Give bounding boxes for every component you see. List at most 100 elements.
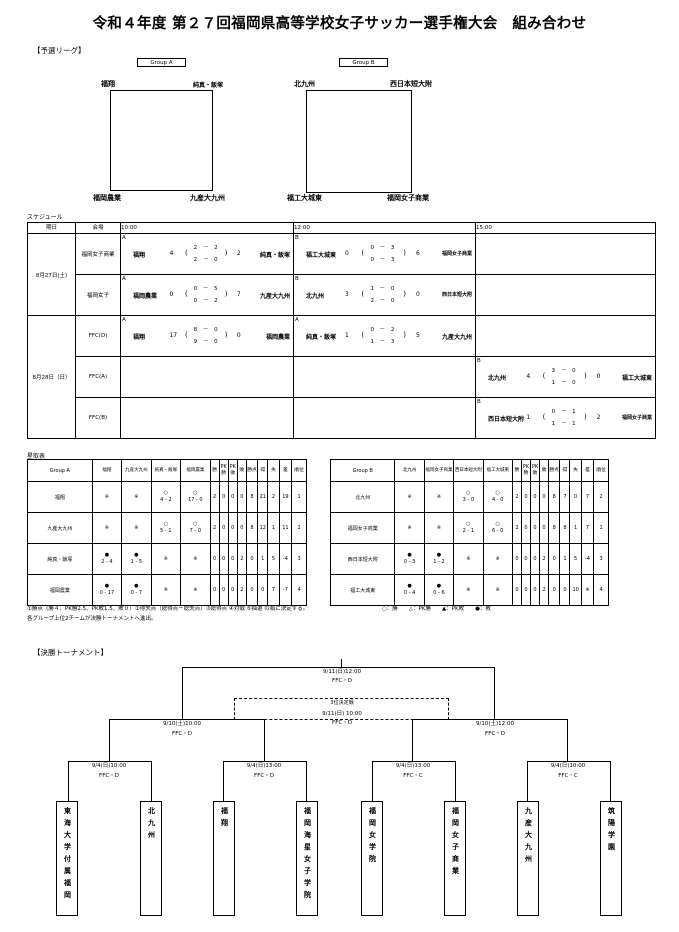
stand-num: 0 — [227, 481, 238, 513]
stand-num: 1 — [593, 512, 609, 544]
result-mark: ● — [134, 583, 139, 589]
stand-num: 1 — [267, 512, 280, 544]
stand-result: ○4 - 0 — [482, 481, 513, 513]
stand-col-head: 順位 — [593, 459, 609, 482]
result-score: 0 - 4 — [403, 590, 416, 596]
stand-result: ※ — [180, 543, 211, 575]
result-score: 5 - 1 — [160, 528, 172, 534]
stand-num: ※ — [580, 574, 595, 606]
result-score: 2 - 4 — [101, 559, 113, 565]
stand-result: ○6 - 0 — [482, 512, 513, 544]
match-half2: 1 － 0 — [551, 380, 578, 386]
stand-num: 7 — [580, 481, 595, 513]
match-paren: ) — [403, 249, 406, 257]
stand-team: 福岡農業 — [27, 574, 93, 606]
match-group: B — [295, 276, 299, 282]
stand-num: 1 — [291, 481, 307, 513]
stand-col-head: 順位 — [291, 459, 307, 482]
stand-col-head: PK勝 — [520, 459, 531, 482]
third-place-label: 3位決定戦 — [330, 700, 354, 706]
match-half2: 0 － 3 — [370, 257, 397, 263]
day1-date: 8月27日(土) — [27, 233, 76, 316]
result-mark: ○ — [163, 521, 169, 527]
stand-col-team: 九産大九州 — [121, 459, 152, 482]
result-score: 17 - 0 — [188, 497, 203, 503]
match-paren: ) — [224, 290, 228, 298]
sched-head-time2: 12:00 — [293, 222, 476, 234]
stand-num: -4 — [278, 543, 293, 575]
result-mark: ○ — [495, 490, 500, 496]
stand-num: 0 — [538, 481, 550, 513]
stand-col-head: 勝点 — [548, 459, 561, 482]
stand-col-team: 西日本短大附 — [453, 459, 484, 482]
stand-num: 7 — [559, 481, 571, 513]
match-team-a: 北九州 — [488, 375, 507, 382]
result-score: 6 - 0 — [492, 528, 504, 534]
match-score-a: 1 — [344, 332, 349, 339]
match-half1: 2 － 2 — [193, 245, 220, 251]
group-b-team-tr: 西日本短大附 — [390, 80, 432, 88]
stand-num: 0 — [236, 481, 247, 513]
match-half1: 3 － 0 — [551, 368, 578, 374]
result-mark: ○ — [466, 490, 471, 496]
stand-result: ※ — [150, 543, 182, 575]
stand-num: 3 — [291, 543, 307, 575]
group-a-tag: Group A — [137, 58, 186, 67]
final-venue: FFC・D — [332, 678, 352, 684]
match-team-b: 福岡女子商業 — [441, 251, 472, 257]
match-paren: ) — [224, 249, 228, 257]
stand-col-team: 福岡女子商業 — [423, 459, 455, 482]
stand-num: 0 — [245, 574, 259, 606]
stand-num: 0 — [257, 574, 269, 606]
stand-num: 2 — [236, 574, 247, 606]
stand-num: 0 — [520, 574, 531, 606]
match-paren: ) — [584, 372, 587, 380]
match-score-a: 3 — [344, 291, 349, 298]
stand-result: ※ — [482, 574, 513, 606]
stand-num: 12 — [257, 512, 269, 544]
stand-result: ○4 - 2 — [150, 481, 182, 513]
stand-num: 0 — [227, 512, 238, 544]
qf3-date: 9/4(日)13:00 — [395, 763, 431, 769]
qf4-date: 9/4(日)10:00 — [550, 763, 586, 769]
stand-result: ※ — [121, 512, 152, 544]
stand-num: 2 — [511, 481, 522, 513]
stand-num: 8 — [548, 481, 561, 513]
match-score-a: 4 — [169, 250, 174, 257]
page-title: 令和４年度 第２７回福岡県高等学校女子サッカー選手権大会 組み合わせ — [92, 16, 587, 32]
stand-num: 0 — [559, 574, 571, 606]
stand-num: 5 — [267, 543, 280, 575]
stand-col-head: PK敗 — [227, 459, 238, 482]
stand-num: 2 — [538, 574, 550, 606]
stand-result: ●0 - 3 — [394, 543, 425, 575]
stand-result: ●0 - 17 — [91, 574, 123, 606]
stand-num: 8 — [548, 512, 561, 544]
result-mark: ○ — [193, 490, 198, 496]
team-name: 福岡女子商業 — [452, 807, 459, 875]
stand-col-team: 福岡農業 — [180, 459, 211, 482]
result-score: 1 - 2 — [433, 559, 445, 565]
third-place-box — [234, 698, 449, 720]
semi2-venue: FFC・D — [485, 731, 505, 737]
team-box: 福翔 — [213, 801, 235, 916]
match-team-b: 九産大九州 — [259, 293, 290, 300]
sched-head-time3: 15:00 — [475, 222, 656, 234]
day2-venue1: FFC(D) — [75, 315, 121, 357]
stand-team: 九産大九州 — [27, 512, 93, 544]
stand-num: 4 — [291, 574, 307, 606]
stand-team: 純真・飯塚 — [27, 543, 93, 575]
stand-num: -4 — [580, 543, 595, 575]
result-score: 3 - 0 — [462, 497, 475, 503]
team-name: 九産大九州 — [525, 807, 532, 863]
day1-venue1: 福岡女子商業 — [75, 233, 121, 275]
match-paren: ( — [185, 290, 188, 298]
stand-num: 2 — [538, 543, 550, 575]
stand-num: 11 — [278, 512, 293, 544]
